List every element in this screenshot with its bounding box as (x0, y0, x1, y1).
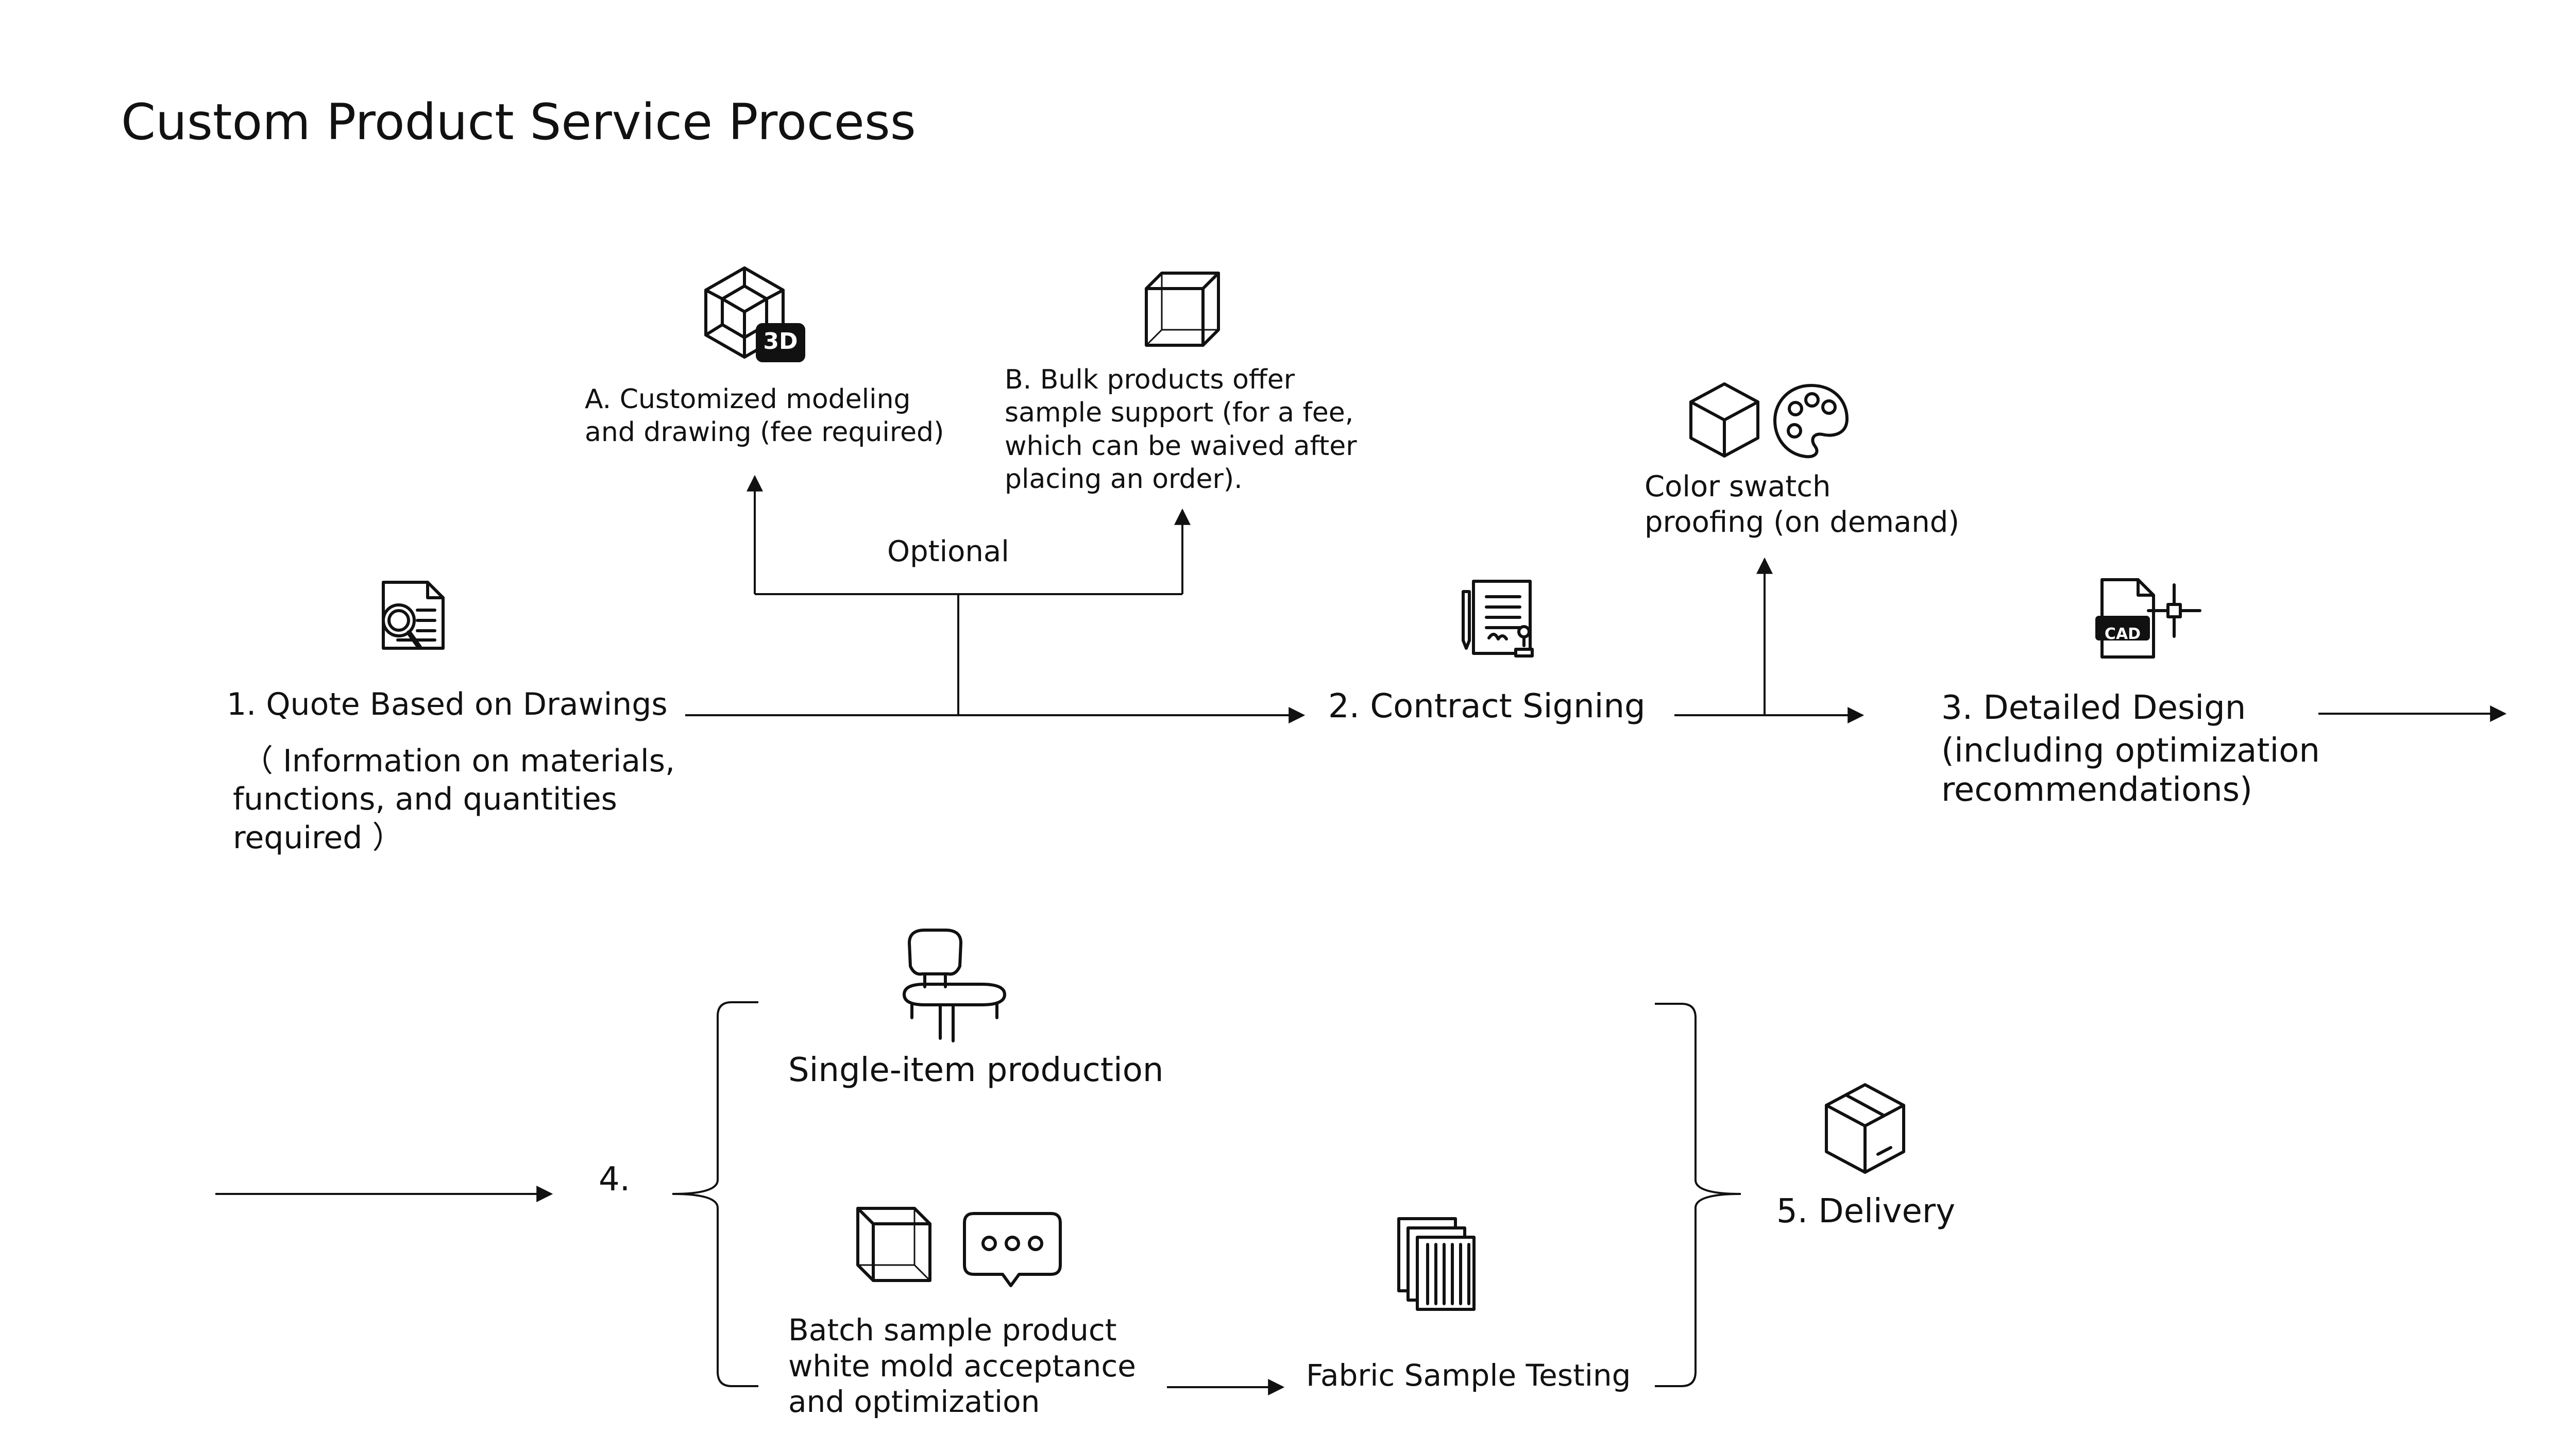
color-swatch-line: proofing (on demand) (1645, 506, 1960, 540)
step1-title: 1. Quote Based on Drawings (227, 686, 668, 722)
cube-icon (1689, 382, 1759, 458)
step3-title: 3. Detailed Design (1941, 689, 2246, 727)
step1-note-line: （ Information on materials, (242, 743, 675, 779)
step2-title: 2. Contract Signing (1328, 687, 1646, 726)
contract-pen-icon (1462, 580, 1534, 658)
chat-bubble-icon (963, 1212, 1062, 1287)
single-item-label: Single-item production (788, 1051, 1164, 1089)
option-b-line: which can be waived after (1005, 430, 1357, 462)
cad-badge-text: CAD (2105, 625, 2141, 643)
color-swatch-line: Color swatch (1645, 470, 1831, 503)
option-b-line: B. Bulk products offer (1005, 364, 1295, 395)
document-magnifier-icon (382, 581, 445, 650)
optional-label: Optional (887, 535, 1009, 568)
option-b-text: B. Bulk products offer sample support (f… (1005, 363, 1357, 496)
step3-note-line: (including optimization (1941, 732, 2320, 770)
step1-note-line: required ） (233, 819, 403, 856)
batch-sample-text: Batch sample product white mold acceptan… (788, 1312, 1136, 1420)
3d-badge-text: 3D (763, 328, 798, 355)
palette-icon (1773, 384, 1849, 459)
batch-sample-line: white mold acceptance (788, 1348, 1136, 1384)
page-title: Custom Product Service Process (121, 93, 916, 151)
3d-model-icon (704, 266, 805, 362)
step3-note: (including optimization recommendations) (1941, 732, 2320, 810)
step1-note-line: functions, and quantities (233, 781, 617, 818)
cad-file-icon (2095, 578, 2201, 659)
chair-icon (903, 929, 1006, 1042)
option-a-line: A. Customized modeling (585, 384, 911, 415)
batch-sample-line: and optimization (788, 1384, 1040, 1420)
step1-note: （ Information on materials, functions, a… (233, 742, 675, 857)
option-a-line: and drawing (fee required) (585, 417, 944, 448)
package-box-icon (1825, 1083, 1905, 1174)
option-b-line: placing an order). (1005, 464, 1243, 495)
option-a-text: A. Customized modeling and drawing (fee … (585, 383, 944, 449)
option-b-line: sample support (for a fee, (1005, 397, 1354, 429)
step4-title: 4. (599, 1160, 631, 1199)
wireframe-cube-icon (856, 1207, 931, 1282)
color-swatch-text: Color swatch proofing (on demand) (1645, 469, 1959, 541)
wireframe-cube-icon (1145, 272, 1220, 347)
left-brace (672, 1001, 758, 1387)
fabric-test-label: Fabric Sample Testing (1306, 1358, 1631, 1393)
step5-title: 5. Delivery (1776, 1192, 1956, 1231)
right-brace (1655, 1003, 1741, 1387)
fabric-swatches-icon (1397, 1217, 1476, 1311)
step3-note-line: recommendations) (1941, 770, 2252, 809)
batch-sample-line: Batch sample product (788, 1312, 1117, 1347)
